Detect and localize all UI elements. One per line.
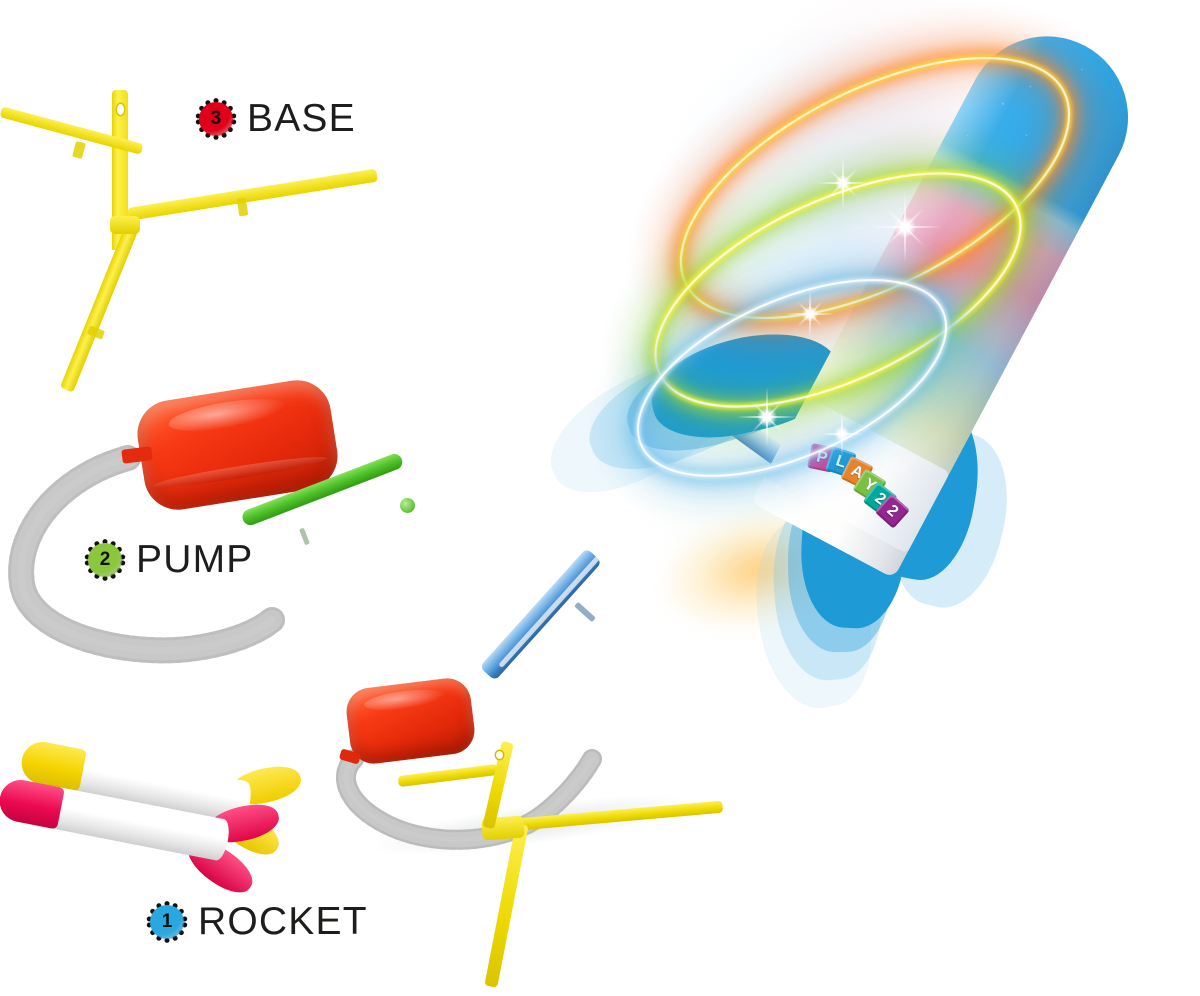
base-mast — [112, 90, 128, 250]
legend-label-rocket: ROCKET — [198, 900, 368, 943]
legend-rocket: 1 ROCKET — [146, 900, 368, 943]
badge-disc-rocket — [150, 904, 184, 939]
base-leg-front — [59, 222, 140, 393]
assembled-launcher-illustration — [330, 548, 850, 996]
base-leg-right — [126, 168, 378, 221]
badge-number-rocket: 1 — [161, 911, 173, 932]
badge-disc-pump — [88, 542, 122, 577]
badge-disc-base — [199, 101, 233, 136]
legend-label-base: BASE — [247, 97, 356, 140]
launcher-mast-hole — [496, 751, 503, 759]
foam-rockets-illustration — [0, 720, 330, 902]
launcher-hose — [336, 749, 602, 850]
badge-number-base: 3 — [210, 108, 222, 129]
base-joint-left — [72, 140, 86, 160]
gear-badge-icon-base: 3 — [195, 97, 237, 140]
legend-label-pump: PUMP — [136, 538, 254, 581]
foam-rocket-pink — [0, 776, 283, 902]
base-part-illustration — [0, 80, 400, 420]
pump-part-illustration — [0, 375, 440, 670]
blue-glow-ring — [616, 258, 968, 498]
foam-rocket-yellow — [17, 738, 305, 864]
hero-glow-rings — [616, 33, 1093, 498]
pump-tube-tip — [400, 498, 415, 513]
legend-base: 3 BASE — [195, 97, 356, 140]
badge-number-pump: 2 — [99, 549, 111, 570]
gear-badge-icon-rocket: 1 — [146, 900, 188, 943]
pump-hose — [8, 445, 285, 664]
legend-pump: 2 PUMP — [84, 538, 254, 581]
base-mast-hole — [117, 104, 124, 115]
base-hub — [110, 216, 140, 234]
gear-badge-icon-pump: 2 — [84, 538, 126, 581]
